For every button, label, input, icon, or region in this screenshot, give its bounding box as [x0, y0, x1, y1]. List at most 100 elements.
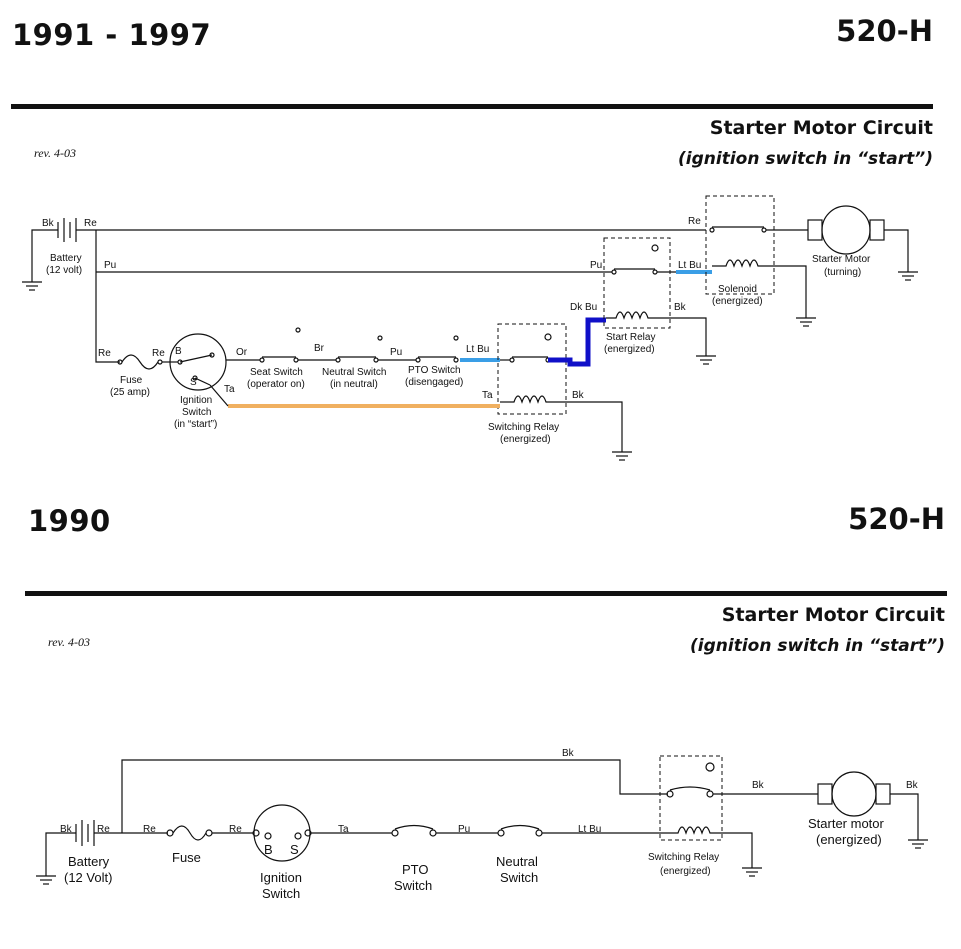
top-wire-label-ltbu: Lt Bu [466, 344, 489, 355]
top-pto-switch-label-1: PTO Switch [408, 365, 461, 376]
bottom-switching-relay-label-1: Switching Relay [648, 852, 719, 863]
bottom-wire-label-re-ignition: Re [229, 824, 242, 835]
bottom-ignition-s-terminal: S [290, 842, 299, 857]
bottom-pto-label-2: Switch [394, 878, 432, 893]
top-battery-label: Battery [50, 253, 82, 264]
bottom-wire-label-ta: Ta [338, 824, 349, 835]
bottom-neutral-switch-symbol [497, 824, 543, 837]
top-ignition-switch-symbol [169, 333, 227, 391]
bottom-pto-label-1: PTO [402, 862, 429, 877]
top-fuse-label: Fuse [120, 375, 143, 386]
top-diagram-subtitle: (ignition switch in “start”) [678, 149, 933, 169]
bottom-wire-label-pu: Pu [458, 824, 470, 835]
top-revision-note: rev. 4-03 [34, 146, 76, 160]
bottom-fuse-label: Fuse [172, 850, 201, 865]
top-pto-switch-label-2: (disengaged) [405, 377, 463, 388]
top-switching-relay-coil [510, 395, 552, 404]
top-wire-label-bk: Bk [42, 218, 55, 229]
top-start-relay-coil [606, 311, 660, 320]
bottom-diagram-title: Starter Motor Circuit [721, 604, 945, 626]
bottom-ignition-label-2: Switch [262, 886, 300, 901]
top-switching-relay-label-1: Switching Relay [488, 422, 559, 433]
top-ignition-label-2: Switch [182, 407, 211, 418]
bottom-ignition-b-terminal: B [264, 842, 273, 857]
top-ignition-label-1: Ignition [180, 395, 212, 406]
bottom-battery-volt-label: (12 Volt) [64, 870, 112, 885]
bottom-diagram-section: 1990 520-H Starter Motor Circuit (igniti… [0, 470, 961, 949]
bottom-wire-label-bk-top: Bk [562, 748, 575, 759]
top-divider-rule [11, 104, 933, 109]
top-model-heading: 520-H [836, 14, 933, 48]
top-wire-label-re-left: Re [98, 348, 111, 359]
top-wire-label-pu-mid: Pu [390, 347, 402, 358]
top-battery-volt-label: (12 volt) [46, 265, 82, 276]
top-ignition-b-terminal: B [175, 346, 182, 357]
bottom-wire-label-re-battery: Re [97, 824, 110, 835]
top-wire-label-pu: Pu [104, 260, 116, 271]
bottom-switching-relay-box [659, 755, 723, 841]
top-switching-relay-label-2: (energized) [500, 434, 551, 445]
top-wire-label-or: Or [236, 347, 248, 358]
top-dark-blue-wire [548, 317, 606, 367]
top-solenoid-coil [712, 259, 768, 268]
top-start-relay-box [603, 237, 671, 329]
top-diagram-section: 1991 - 1997 520-H Starter Motor Circuit … [0, 0, 961, 470]
top-motor-ground-icon [898, 271, 918, 281]
top-start-relay-ground-icon [696, 355, 716, 365]
bottom-years-heading: 1990 [28, 504, 111, 538]
top-ignition-s-terminal: S [190, 377, 197, 388]
top-fuse-amp-label: (25 amp) [110, 387, 150, 398]
top-seat-switch-symbol [259, 327, 301, 363]
bottom-relay-ground-icon [742, 867, 762, 877]
top-switching-relay-ground-icon [612, 451, 632, 461]
top-neutral-switch-label-2: (in neutral) [330, 379, 378, 390]
top-pto-switch-symbol [415, 335, 459, 363]
bottom-battery-label: Battery [68, 854, 110, 869]
bottom-motor-ground-icon [908, 839, 928, 849]
bottom-wire-label-re-fuse: Re [143, 824, 156, 835]
bottom-fuse-symbol [166, 825, 213, 841]
bottom-neutral-label-1: Neutral [496, 854, 538, 869]
top-neutral-switch-symbol [335, 335, 383, 363]
bottom-switching-relay-coil [672, 826, 714, 835]
top-seat-switch-label-1: Seat Switch [250, 367, 303, 378]
top-start-relay-label-2: (energized) [604, 344, 655, 355]
top-wire-label-ta-ignition: Ta [224, 384, 235, 395]
top-start-relay-label-1: Start Relay [606, 332, 655, 343]
top-battery-symbol [57, 218, 77, 242]
bottom-circuit-diagram: Bk Re Battery (12 Volt) Bk Re Fuse Re B … [36, 748, 928, 901]
bottom-wire-label-ltbu: Lt Bu [578, 824, 601, 835]
top-solenoid-label-1: Solenoid [718, 284, 757, 295]
top-solenoid-ground-icon [796, 317, 816, 327]
bottom-wire-label-bk-battery: Bk [60, 824, 73, 835]
bottom-motor-label-2: (energized) [816, 832, 882, 847]
bottom-neutral-label-2: Switch [500, 870, 538, 885]
top-wire-label-dkbu: Dk Bu [570, 302, 597, 313]
top-wire-label-re-fuse: Re [152, 348, 165, 359]
top-starter-motor-icon [807, 205, 885, 255]
bottom-starter-motor-icon [817, 771, 891, 817]
top-ignition-label-3: (in “start”) [174, 419, 217, 430]
top-neutral-switch-label-1: Neutral Switch [322, 367, 386, 378]
top-years-heading: 1991 - 1997 [12, 18, 212, 52]
bottom-switching-relay-label-2: (energized) [660, 866, 711, 877]
bottom-motor-label-1: Starter motor [808, 816, 885, 831]
bottom-model-heading: 520-H [848, 502, 945, 536]
top-solenoid-box [705, 195, 775, 295]
bottom-wire-label-bk-motor: Bk [752, 780, 765, 791]
bottom-battery-ground-icon [36, 875, 56, 885]
top-battery-ground-icon [22, 281, 42, 291]
bottom-ignition-switch-symbol [252, 804, 312, 862]
bottom-battery-symbol [75, 820, 95, 846]
top-motor-label-1: Starter Motor [812, 254, 871, 265]
top-switching-relay-box [497, 323, 567, 415]
top-wire-label-bk-start: Bk [674, 302, 687, 313]
top-wire-label-ltbu-2: Lt Bu [678, 260, 701, 271]
bottom-wire-label-bk-ground: Bk [906, 780, 919, 791]
bottom-diagram-subtitle: (ignition switch in “start”) [690, 636, 945, 656]
bottom-divider-rule [25, 591, 947, 596]
top-circuit-diagram: Bk Re Battery (12 volt) Pu Re Re Fuse (2… [22, 195, 918, 461]
bottom-ignition-label-1: Ignition [260, 870, 302, 885]
top-wire-label-pu-relay: Pu [590, 260, 602, 271]
top-wire-label-br: Br [314, 343, 325, 354]
